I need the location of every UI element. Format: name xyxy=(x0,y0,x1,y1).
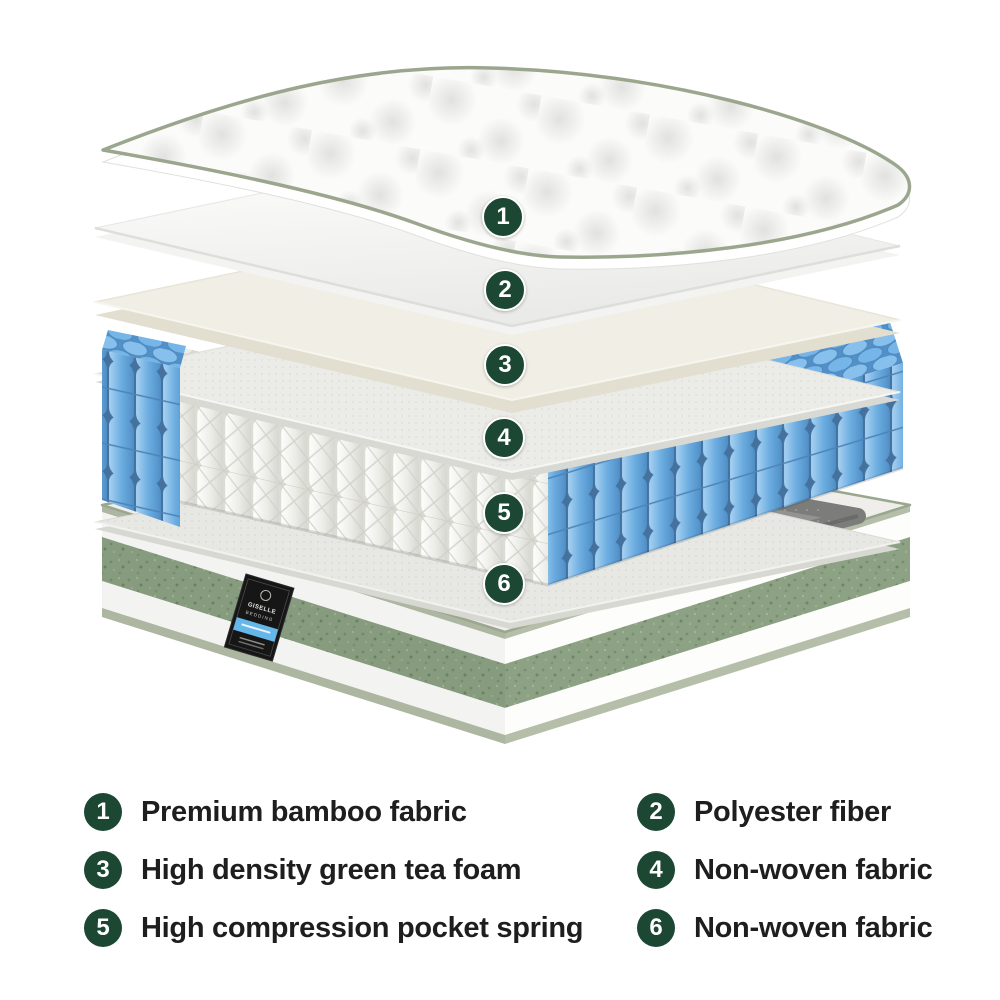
diagram-badge-6: 6 xyxy=(483,563,525,605)
legend-item-3: 3 High density green tea foam xyxy=(84,851,637,889)
diagram-badge-1: 1 xyxy=(482,196,524,238)
pocket-springs-left-coils xyxy=(102,330,186,527)
diagram-badge-2: 2 xyxy=(484,269,526,311)
legend-item-6: 6 Non-woven fabric xyxy=(637,909,980,947)
legend-badge-1: 1 xyxy=(84,793,122,831)
spring-front-face xyxy=(127,375,548,585)
legend-label-2: Polyester fiber xyxy=(694,795,891,828)
quilted-top-surface xyxy=(101,65,912,259)
layer-quilted-top xyxy=(101,65,912,270)
diagram-badge-4: 4 xyxy=(483,417,525,459)
diagram-badge-3: 3 xyxy=(484,344,526,386)
legend-label-1: Premium bamboo fabric xyxy=(141,795,467,828)
brand-tag: GISELLE BEDDING xyxy=(223,573,295,662)
legend-label-3: High density green tea foam xyxy=(141,853,522,886)
legend-item-1: 1 Premium bamboo fabric xyxy=(84,793,637,831)
legend-item-4: 4 Non-woven fabric xyxy=(637,851,980,889)
legend-badge-3: 3 xyxy=(84,851,122,889)
legend-badge-6: 6 xyxy=(637,909,675,947)
legend-badge-4: 4 xyxy=(637,851,675,889)
brand-crest-icon xyxy=(260,589,272,601)
legend-badge-2: 2 xyxy=(637,793,675,831)
diagram-badge-5: 5 xyxy=(483,492,525,534)
legend: 1 Premium bamboo fabric 2 Polyester fibe… xyxy=(84,783,980,957)
legend-label-6: Non-woven fabric xyxy=(694,911,933,944)
legend-label-4: Non-woven fabric xyxy=(694,853,933,886)
legend-item-2: 2 Polyester fiber xyxy=(637,793,980,831)
legend-badge-5: 5 xyxy=(84,909,122,947)
spring-side-face xyxy=(548,363,903,585)
legend-label-5: High compression pocket spring xyxy=(141,911,584,944)
legend-item-5: 5 High compression pocket spring xyxy=(84,909,637,947)
